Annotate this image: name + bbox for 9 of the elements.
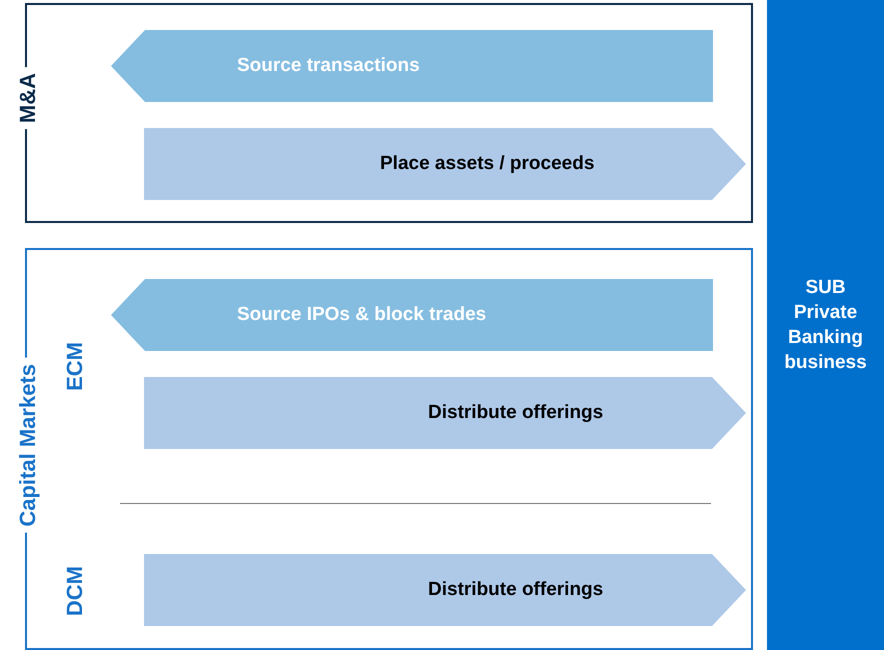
arrow-text: Source transactions bbox=[237, 55, 420, 77]
side-panel bbox=[767, 0, 884, 650]
arrow-text: Place assets / proceeds bbox=[380, 153, 594, 175]
panel-text: SUB Private Banking business bbox=[783, 276, 868, 375]
arrow-text: Distribute offerings bbox=[428, 402, 604, 424]
arrow-text: Source IPOs & block trades bbox=[237, 304, 486, 326]
subsection-label: DCM bbox=[61, 565, 88, 618]
arrow-text: Distribute offerings bbox=[428, 579, 604, 601]
subsection-label: ECM bbox=[61, 341, 88, 393]
